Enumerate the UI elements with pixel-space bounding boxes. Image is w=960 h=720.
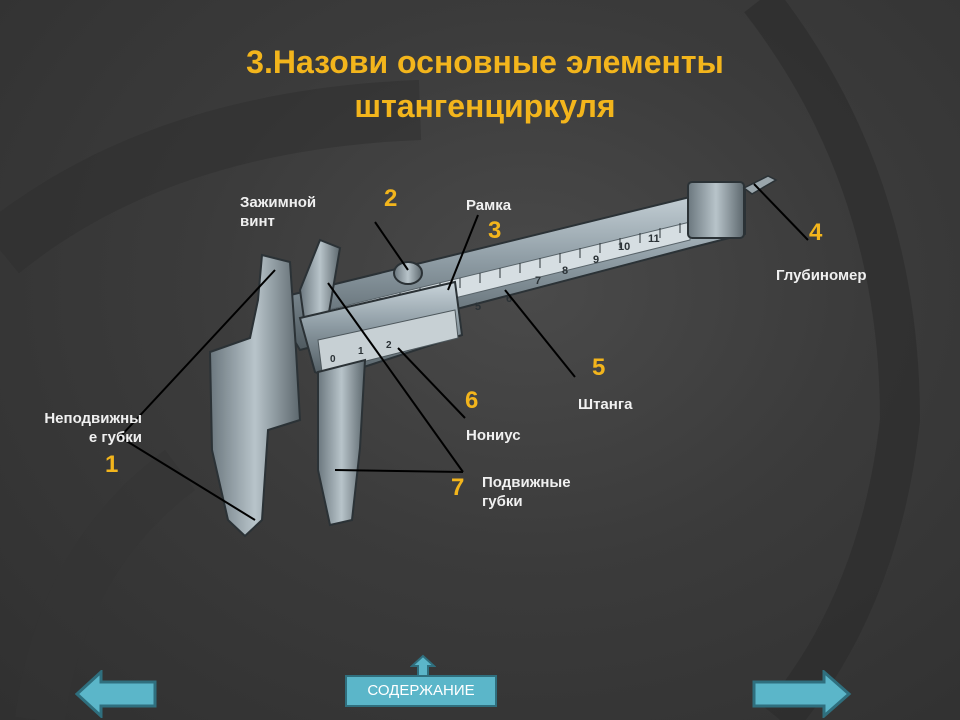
label-movable-jaws: Подвижные губки [482,473,571,511]
label-clamp-screw: Зажимной винт [240,193,316,231]
depth-gauge-rod [742,175,778,195]
label-fixed-jaws: Неподвижны е губки [18,409,142,447]
scale-digit: 8 [562,265,568,277]
label-clamp-screw-line-2: винт [240,213,275,230]
number-4: 4 [809,219,823,246]
clamp-screw-shape [393,261,423,285]
arrow-right-icon [752,670,852,718]
number-5: 5 [592,354,606,381]
movable-lower-jaw [317,358,367,527]
next-slide-button[interactable] [752,670,852,718]
scale-digit: 9 [593,254,599,266]
label-bar: Штанга [578,396,633,413]
scale-digit: 7 [535,275,541,287]
number-6: 6 [465,387,479,414]
label-fixed-jaws-line-2: е губки [88,429,142,446]
number-1: 1 [105,451,119,478]
slide-title: 3.Назови основные элементы штангенциркул… [160,40,810,128]
vernier-digit: 2 [386,340,392,351]
title-line-2: штангенциркуля [354,88,616,124]
scale-digit: 5 [475,301,481,313]
arrow-up-icon [410,654,436,677]
scale-digit: 6 [506,293,512,305]
number-2: 2 [384,185,398,212]
number-7: 7 [451,474,465,501]
title-line-1: 3.Назови основные элементы [246,44,724,80]
scale-digit: 10 [618,241,630,253]
label-frame: Рамка [466,197,512,214]
arrow-left-icon [75,670,157,718]
label-depth-gauge: Глубиномер [776,267,867,284]
vernier-digit: 0 [330,354,336,365]
label-movable-jaws-line-2: губки [482,493,523,510]
label-vernier: Нониус [466,427,521,444]
scale-digit: 11 [648,233,660,245]
contents-button[interactable]: СОДЕРЖАНИЕ [345,675,497,707]
depth-gauge-block [687,181,745,239]
fixed-jaws-shape [208,253,302,538]
vernier-digit: 1 [358,346,364,357]
number-3: 3 [488,217,502,244]
label-fixed-jaws-line-1: Неподвижны [44,410,142,427]
label-clamp-screw-line-1: Зажимной [240,194,317,211]
vernier-plate [317,309,459,373]
prev-slide-button[interactable] [75,670,160,718]
label-movable-jaws-line-1: Подвижные [482,474,571,491]
